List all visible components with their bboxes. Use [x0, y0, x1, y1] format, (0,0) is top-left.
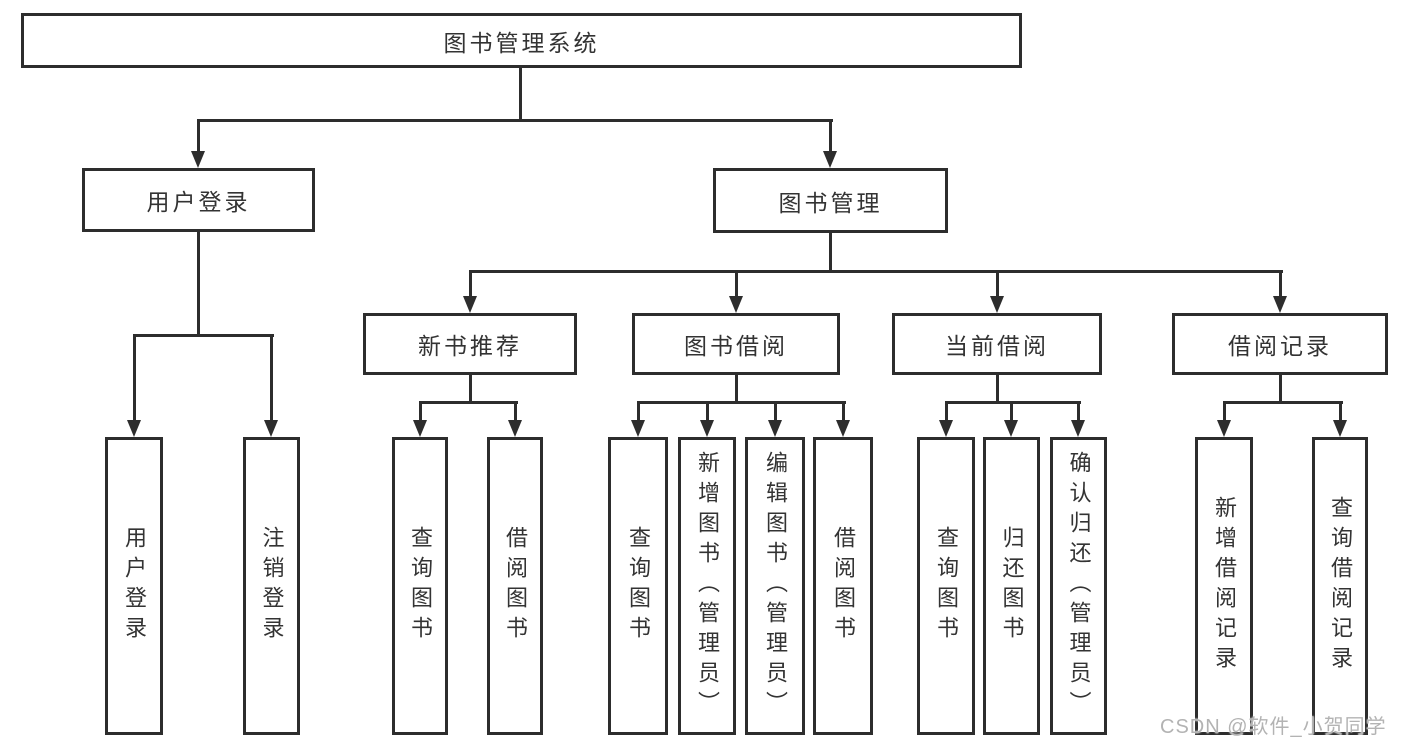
node-borrowing-records: 借阅记录: [1172, 313, 1388, 375]
connector-line: [197, 119, 833, 122]
connector-line: [270, 334, 273, 422]
arrow-down-icon: [836, 420, 850, 437]
leaf-edit-books-admin: 编辑图书（管理员）: [745, 437, 805, 735]
connector-line: [829, 233, 832, 273]
arrow-down-icon: [729, 296, 743, 313]
arrow-down-icon: [1273, 296, 1287, 313]
arrow-down-icon: [264, 420, 278, 437]
leaf-query-borrow-record: 查询借阅记录: [1312, 437, 1368, 735]
connector-line: [735, 375, 738, 404]
arrow-down-icon: [1071, 420, 1085, 437]
connector-line: [637, 401, 640, 422]
connector-line: [1077, 401, 1080, 422]
arrow-down-icon: [463, 296, 477, 313]
leaf-logout: 注销登录: [243, 437, 300, 735]
leaf-user-login: 用户登录: [105, 437, 163, 735]
node-book-borrowing: 图书借阅: [632, 313, 840, 375]
connector-line: [996, 375, 999, 404]
connector-line: [637, 401, 846, 404]
connector-line: [1279, 375, 1282, 404]
leaf-return-books: 归还图书: [983, 437, 1040, 735]
connector-line: [842, 401, 845, 422]
leaf-add-books-admin: 新增图书（管理员）: [678, 437, 736, 735]
arrow-down-icon: [1004, 420, 1018, 437]
connector-line: [514, 401, 517, 422]
node-new-book-recommendation: 新书推荐: [363, 313, 577, 375]
connector-line: [706, 401, 709, 422]
connector-line: [1223, 401, 1343, 404]
arrow-down-icon: [508, 420, 522, 437]
leaf-query-books-recommend: 查询图书: [392, 437, 448, 735]
arrow-down-icon: [127, 420, 141, 437]
connector-line: [469, 270, 472, 298]
leaf-add-borrow-record: 新增借阅记录: [1195, 437, 1253, 735]
connector-line: [945, 401, 948, 422]
arrow-down-icon: [1333, 420, 1347, 437]
connector-line: [197, 232, 200, 337]
connector-line: [469, 270, 1283, 273]
leaf-borrow-books-recommend: 借阅图书: [487, 437, 543, 735]
node-user-login: 用户登录: [82, 168, 315, 232]
connector-line: [419, 401, 518, 404]
csdn-watermark: CSDN @软件_小贺同学: [1160, 716, 1387, 738]
leaf-query-books-current: 查询图书: [917, 437, 975, 735]
connector-line: [469, 375, 472, 404]
connector-line: [1339, 401, 1342, 422]
leaf-query-books-borrowing: 查询图书: [608, 437, 668, 735]
arrow-down-icon: [990, 296, 1004, 313]
connector-line: [133, 334, 274, 337]
node-book-management: 图书管理: [713, 168, 948, 233]
leaf-confirm-return-admin: 确认归还（管理员）: [1050, 437, 1107, 735]
node-current-borrowing: 当前借阅: [892, 313, 1102, 375]
connector-line: [419, 401, 422, 422]
connector-line: [1279, 270, 1282, 298]
arrow-down-icon: [191, 151, 205, 168]
arrow-down-icon: [631, 420, 645, 437]
connector-line: [1010, 401, 1013, 422]
connector-line: [945, 401, 1081, 404]
arrow-down-icon: [939, 420, 953, 437]
connector-line: [133, 334, 136, 422]
node-library-management-system: 图书管理系统: [21, 13, 1022, 68]
leaf-borrow-books-borrowing: 借阅图书: [813, 437, 873, 735]
arrow-down-icon: [823, 151, 837, 168]
connector-line: [996, 270, 999, 298]
arrow-down-icon: [413, 420, 427, 437]
connector-line: [829, 119, 832, 153]
connector-line: [1223, 401, 1226, 422]
arrow-down-icon: [768, 420, 782, 437]
connector-line: [519, 68, 522, 122]
arrow-down-icon: [700, 420, 714, 437]
connector-line: [197, 119, 200, 153]
arrow-down-icon: [1217, 420, 1231, 437]
connector-line: [735, 270, 738, 298]
connector-line: [774, 401, 777, 422]
